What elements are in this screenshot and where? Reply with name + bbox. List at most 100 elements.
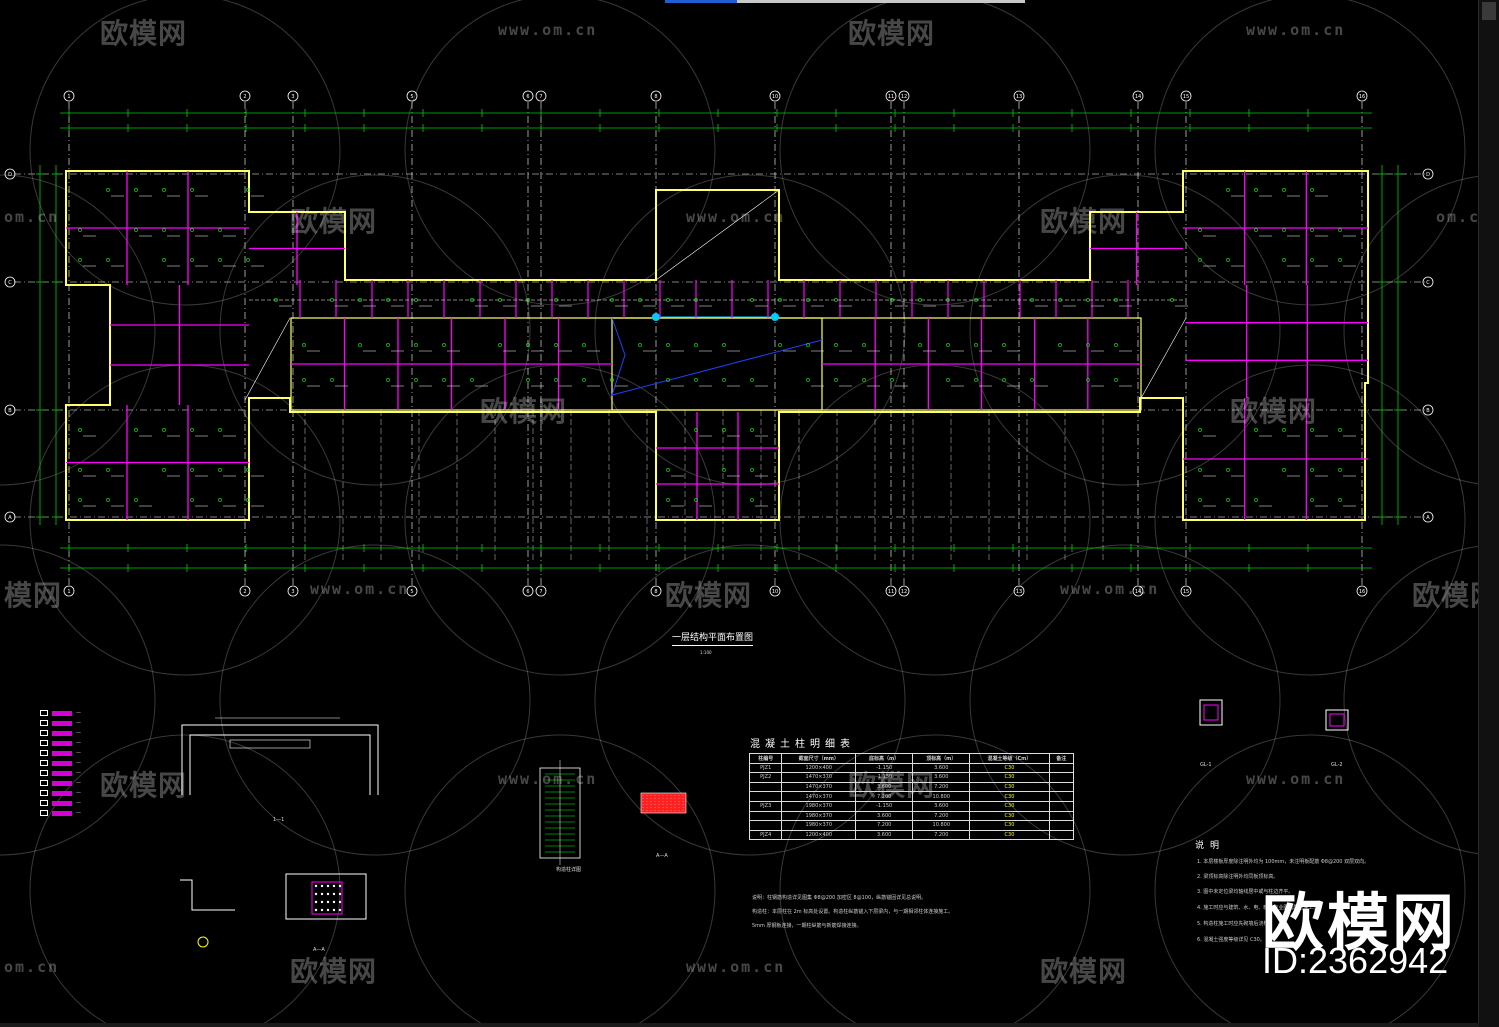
watermark-logo: 欧模网 bbox=[665, 579, 753, 612]
legend-item: — bbox=[40, 768, 81, 778]
table-cell: C30 bbox=[969, 810, 1050, 822]
watermark-url: www.om.cn bbox=[310, 580, 410, 598]
legend-swatch bbox=[52, 800, 72, 806]
note-item: 2. 梁顶标高除注明外均同板顶标高。 bbox=[1197, 874, 1279, 880]
column-marker bbox=[78, 468, 82, 472]
axis-bubble bbox=[522, 90, 534, 102]
column-marker bbox=[246, 258, 250, 262]
table-cell: 1980×370 bbox=[781, 800, 857, 812]
table-cell: PJZ1 bbox=[748, 762, 783, 774]
column-marker bbox=[218, 428, 222, 432]
column-marker bbox=[246, 188, 250, 192]
column-marker bbox=[1002, 343, 1006, 347]
rebar-dot bbox=[314, 884, 318, 888]
legend-symbol bbox=[40, 720, 48, 726]
axis-bubble bbox=[63, 90, 75, 102]
table-cell: 3.600 bbox=[912, 762, 971, 774]
legend-label: — bbox=[76, 770, 81, 776]
table-cell: -1.150 bbox=[855, 800, 914, 812]
table-cell: 1200×400 bbox=[781, 829, 857, 841]
axis-label: 7 bbox=[539, 94, 542, 100]
rebar-dot bbox=[332, 884, 336, 888]
column-marker bbox=[1058, 343, 1062, 347]
scrollbar-thumb[interactable] bbox=[1482, 2, 1496, 20]
column-marker bbox=[302, 378, 306, 382]
legend-symbol bbox=[40, 790, 48, 796]
column-marker bbox=[1310, 468, 1314, 472]
column-marker bbox=[834, 343, 838, 347]
table-cell: 7.200 bbox=[855, 820, 914, 831]
table-cell bbox=[1048, 810, 1075, 822]
watermark-url: www.om.cn bbox=[686, 958, 786, 976]
column-marker bbox=[666, 468, 670, 472]
column-schedule-table: 柱编号 截面尺寸（mm） 底标高（m） 顶标高（m） 混凝土等级（Cm） 备注 … bbox=[748, 753, 1075, 841]
table-cell bbox=[748, 781, 783, 793]
column-marker bbox=[1086, 378, 1090, 382]
table-cell: 10.800 bbox=[912, 791, 971, 802]
active-drawing-tab[interactable] bbox=[665, 0, 737, 3]
drawing-tab[interactable] bbox=[737, 0, 1025, 3]
table-header-cell: 混凝土等级（Cm） bbox=[969, 753, 1050, 764]
horizontal-scrollbar[interactable] bbox=[0, 1023, 1479, 1027]
column-marker bbox=[554, 378, 558, 382]
note-item: 3. 图中未定位梁均轴线居中或与柱边齐平。 bbox=[1197, 889, 1294, 895]
column-marker bbox=[330, 298, 334, 302]
column-marker bbox=[750, 428, 754, 432]
axis-label: B bbox=[1426, 408, 1430, 414]
column-marker bbox=[1226, 188, 1230, 192]
column-marker bbox=[554, 343, 558, 347]
rebar-dot bbox=[338, 884, 342, 888]
legend-label: — bbox=[76, 780, 81, 786]
table-cell: PJZ4 bbox=[748, 829, 783, 841]
gl2-detail bbox=[1329, 713, 1345, 727]
column-marker bbox=[666, 498, 670, 502]
legend-label: — bbox=[76, 740, 81, 746]
axis-bubble bbox=[898, 90, 910, 102]
notes-title: 说明 bbox=[1195, 841, 1226, 851]
column-marker bbox=[1170, 298, 1174, 302]
table-cell: 3.600 bbox=[912, 800, 971, 812]
column-marker bbox=[1226, 468, 1230, 472]
column-marker bbox=[1198, 498, 1202, 502]
axis-bubble bbox=[4, 404, 16, 416]
legend-swatch bbox=[52, 780, 72, 786]
axis-label: 14 bbox=[1135, 589, 1141, 595]
watermark-arc bbox=[779, 0, 1091, 306]
watermark-arc bbox=[1154, 364, 1466, 676]
axis-bubble bbox=[1180, 90, 1192, 102]
column-node bbox=[771, 313, 779, 321]
axis-bubble bbox=[769, 90, 781, 102]
table-cell: C30 bbox=[969, 820, 1050, 831]
schedule-title: 混凝土柱明细表 bbox=[750, 739, 855, 750]
angle-detail bbox=[180, 879, 235, 911]
axis-bubble bbox=[239, 90, 251, 102]
rebar-dot bbox=[338, 900, 342, 904]
column-marker bbox=[1254, 428, 1258, 432]
column-marker bbox=[806, 378, 810, 382]
watermark-url: www.om.cn bbox=[1060, 580, 1160, 598]
vertical-scrollbar[interactable] bbox=[1478, 0, 1499, 1027]
column-marker bbox=[1338, 468, 1342, 472]
column-marker bbox=[1282, 428, 1286, 432]
column-marker bbox=[1198, 428, 1202, 432]
column-node bbox=[652, 313, 660, 321]
column-marker bbox=[190, 258, 194, 262]
column-marker bbox=[442, 378, 446, 382]
axis-bubble bbox=[898, 585, 910, 597]
axis-label: 3 bbox=[291, 589, 294, 595]
schedule-note: 5mm 厚钢板连接，一期柱纵筋与新筋焊接连接。 bbox=[752, 923, 862, 929]
column-marker bbox=[1114, 343, 1118, 347]
column-marker bbox=[414, 298, 418, 302]
column-marker bbox=[638, 343, 642, 347]
legend-item: — bbox=[40, 788, 81, 798]
axis-label: 12 bbox=[901, 589, 907, 595]
column-marker bbox=[946, 298, 950, 302]
column-marker bbox=[1226, 258, 1230, 262]
opening-diagonal bbox=[1139, 317, 1187, 401]
column-marker bbox=[694, 343, 698, 347]
